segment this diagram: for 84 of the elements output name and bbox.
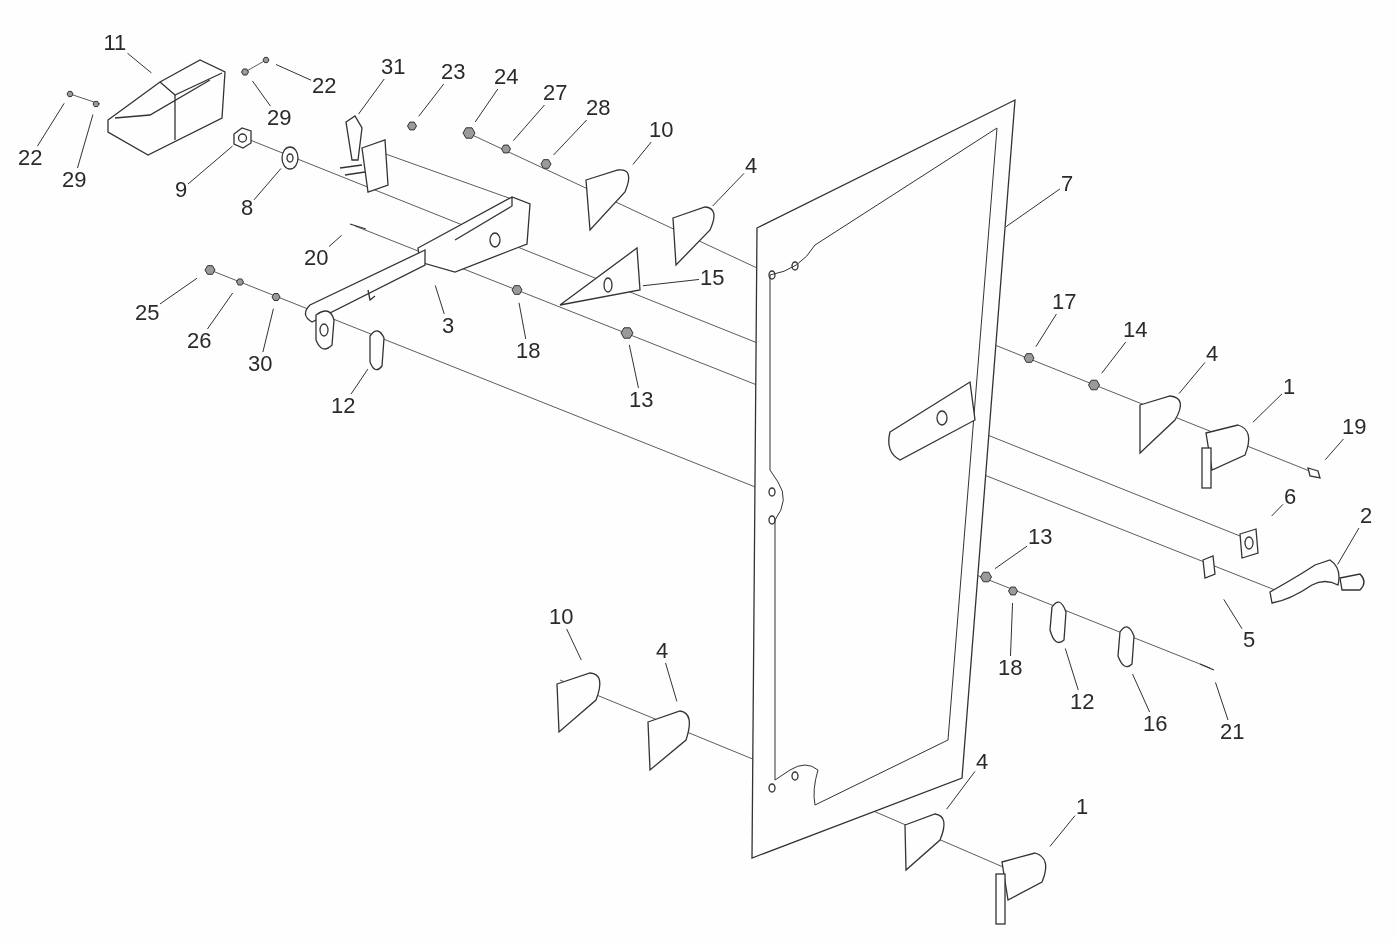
leader-line <box>187 145 233 185</box>
callout-number: 12 <box>1069 690 1096 714</box>
leader-line <box>206 292 234 330</box>
leader-line <box>1252 393 1283 423</box>
callout-number: 14 <box>1122 318 1149 342</box>
leader-line <box>251 80 271 107</box>
callout-number: 5 <box>1242 628 1257 652</box>
callout-number: 7 <box>1060 172 1075 196</box>
leader-line <box>632 141 652 165</box>
leader-line <box>262 308 274 353</box>
callout-number: 16 <box>1142 712 1169 736</box>
callout-number: 9 <box>174 178 189 202</box>
leader-line <box>1005 188 1061 228</box>
callout-number: 10 <box>648 118 675 142</box>
callout-number: 1 <box>1075 795 1090 819</box>
leader-line <box>518 302 527 340</box>
leader-line <box>434 285 445 315</box>
callout-number: 4 <box>744 154 759 178</box>
callout-number: 23 <box>440 60 467 84</box>
leader-line <box>159 277 198 305</box>
leader-line <box>253 167 282 201</box>
callout-number: 21 <box>1219 720 1246 744</box>
leader-line <box>1101 341 1127 374</box>
callout-number: 19 <box>1341 415 1368 439</box>
leader-line <box>1049 815 1076 847</box>
callout-number: 18 <box>515 339 542 363</box>
callout-number: 4 <box>1205 342 1220 366</box>
leader-line <box>1035 313 1057 348</box>
callout-number: 3 <box>441 314 456 338</box>
leader-line <box>1223 598 1243 630</box>
callout-number: 29 <box>266 106 293 130</box>
leader-line <box>1178 361 1206 395</box>
leader-line <box>37 102 65 147</box>
leader-line <box>642 278 700 287</box>
leader-line <box>712 172 745 207</box>
callout-number: 13 <box>628 388 655 412</box>
callout-number: 22 <box>311 74 338 98</box>
callout-number: 4 <box>975 750 990 774</box>
callout-number: 24 <box>493 65 520 89</box>
callout-number: 17 <box>1051 290 1078 314</box>
callout-number: 8 <box>240 196 255 220</box>
callout-number: 28 <box>585 96 612 120</box>
callout-number: 31 <box>380 55 407 79</box>
callout-number: 4 <box>655 639 670 663</box>
leader-line <box>1337 527 1360 565</box>
leader-line <box>628 344 639 389</box>
callout-number: 10 <box>548 605 575 629</box>
callout-number: 27 <box>542 81 569 105</box>
leader-line <box>127 52 152 74</box>
hex-nut <box>232 127 252 149</box>
callout-number: 15 <box>699 266 726 290</box>
callout-number: 22 <box>17 146 44 170</box>
leader-line <box>1324 438 1344 461</box>
callout-number: 20 <box>303 246 330 270</box>
leader-line <box>946 770 976 810</box>
leader-line <box>358 78 385 115</box>
leader-line <box>1064 648 1079 691</box>
callout-number: 25 <box>134 301 161 325</box>
washer <box>281 146 299 170</box>
leader-line <box>350 368 369 395</box>
leader-line <box>76 114 94 169</box>
leader-line <box>665 662 678 702</box>
leader-line <box>994 545 1028 570</box>
callout-number: 11 <box>102 31 128 55</box>
leader-line <box>1009 602 1014 657</box>
leader-line <box>566 628 582 661</box>
leader-line <box>328 234 343 248</box>
callout-number: 29 <box>61 168 88 192</box>
callout-number: 30 <box>247 352 274 376</box>
callout-number: 6 <box>1283 485 1298 509</box>
callout-number: 13 <box>1027 525 1054 549</box>
leader-line <box>1215 681 1229 721</box>
leader-line <box>1132 673 1151 713</box>
leader-line <box>512 104 545 142</box>
leader-line <box>1271 503 1284 517</box>
callout-number: 26 <box>186 329 213 353</box>
callout-number: 12 <box>330 394 357 418</box>
leader-line <box>418 83 445 117</box>
callout-number: 2 <box>1359 504 1374 528</box>
leader-line <box>474 88 499 123</box>
callout-number: 18 <box>997 656 1024 680</box>
callout-number: 1 <box>1282 375 1297 399</box>
leader-line <box>553 119 588 156</box>
leader-line <box>275 64 312 81</box>
